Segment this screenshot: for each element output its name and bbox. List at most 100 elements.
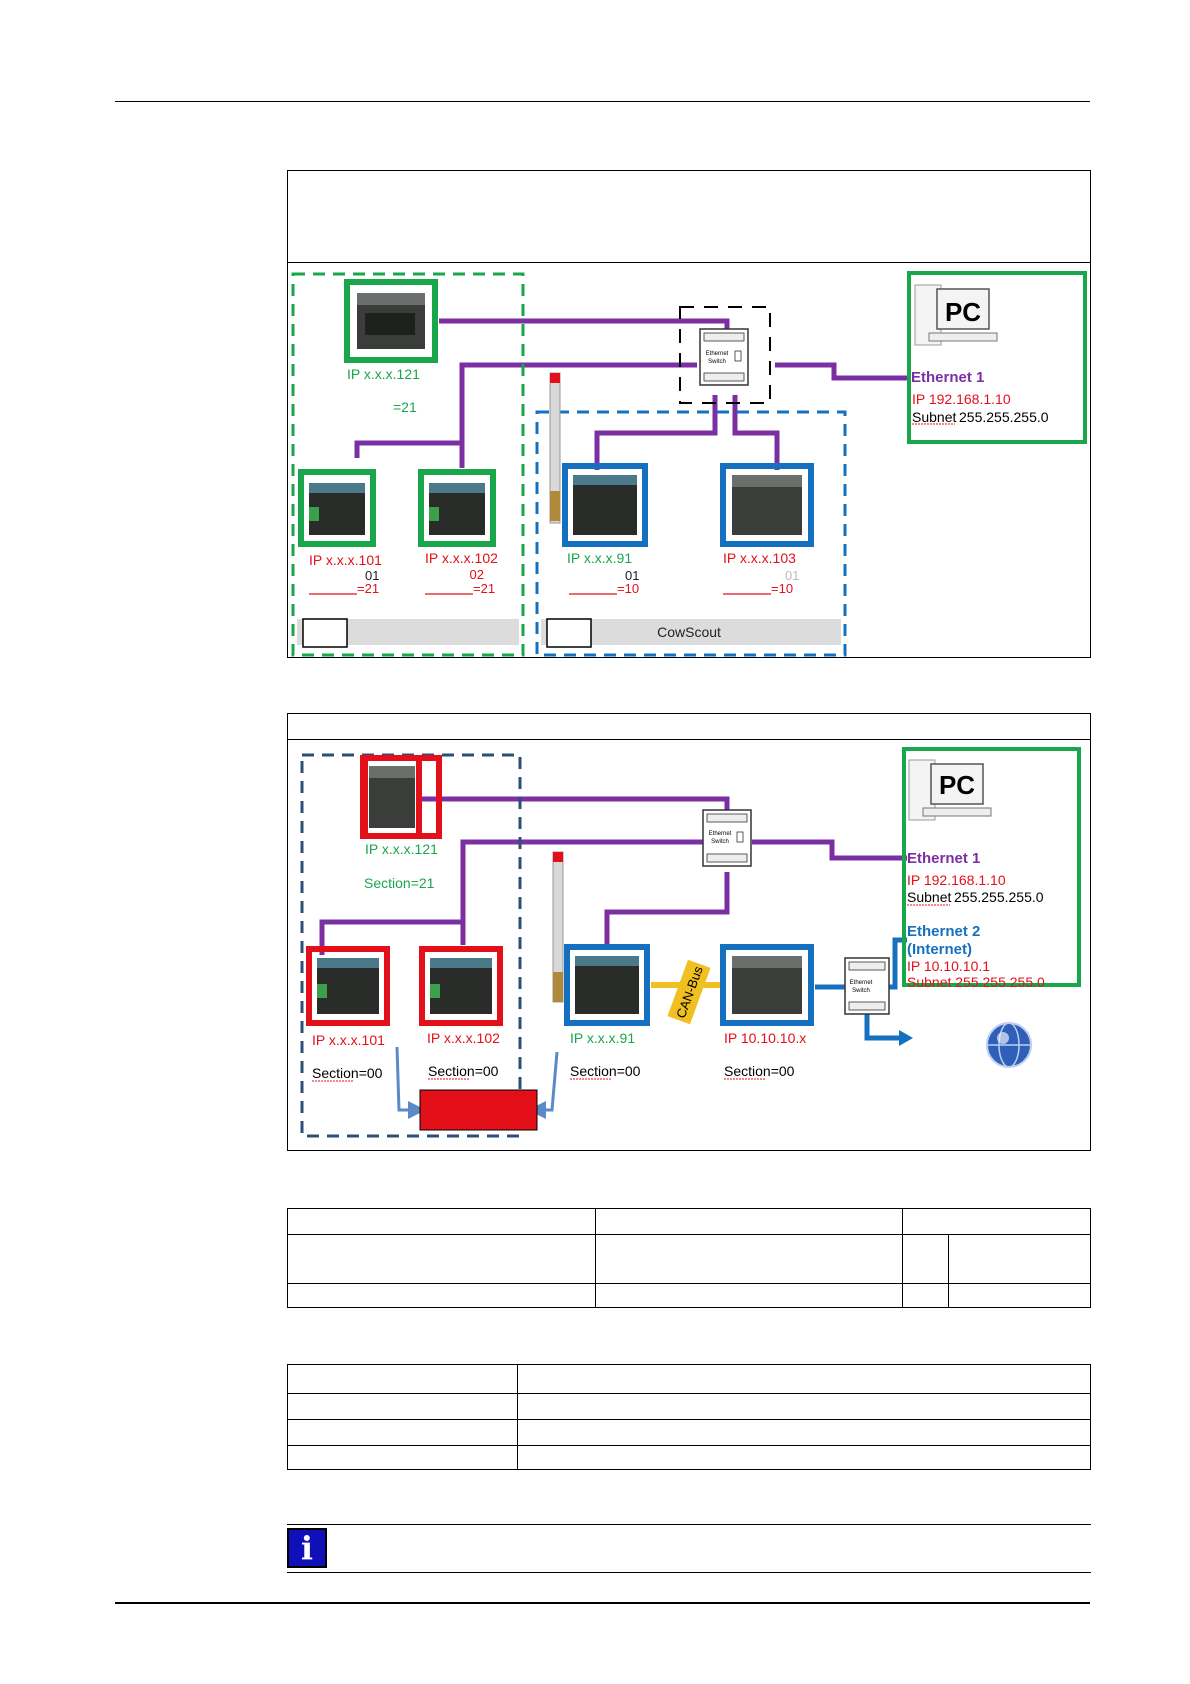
svg-text:Switch: Switch	[852, 988, 870, 994]
table-2-cell	[517, 1445, 1091, 1470]
network-diagram-2: CAN-Bus Ethernet Switch Ethernet Switch …	[300, 747, 1081, 1138]
ethernet-switch-icon: Ethernet Switch	[679, 306, 771, 404]
pc-label: PC	[945, 297, 981, 327]
svg-text:Switch: Switch	[708, 359, 726, 365]
pc-box	[907, 271, 1087, 444]
section-10-b: Section=00	[724, 1063, 795, 1079]
cable-switch-103	[732, 395, 780, 470]
device-10-b	[720, 944, 814, 1026]
table-2-cell	[517, 1393, 1091, 1420]
ethernet1-label-2: Ethernet 1	[907, 850, 980, 867]
sub-102: 02	[470, 567, 484, 582]
ip-102: IP x.x.x.102	[425, 550, 498, 566]
table-1	[287, 1208, 1091, 1308]
note-top-rule	[287, 1524, 1091, 1525]
device-121-b	[360, 755, 422, 839]
table-1-cell	[902, 1208, 1091, 1235]
note-bottom-rule	[287, 1572, 1091, 1573]
device-101-b	[306, 946, 390, 1026]
table-1-cell	[287, 1208, 596, 1235]
pc-label-2: PC	[939, 770, 975, 800]
header-rule	[115, 101, 1090, 102]
ethernet2-ip: IP 10.10.10.1	[907, 958, 990, 974]
section-101-b: Section=00	[312, 1065, 383, 1081]
table-2-cell	[287, 1364, 518, 1394]
group-left-label-box	[302, 618, 348, 648]
ip-91: IP x.x.x.91	[567, 550, 632, 566]
ip-121: IP x.x.x.121	[347, 366, 420, 382]
ip-91-b: IP x.x.x.91	[570, 1030, 635, 1046]
svg-text:Ethernet: Ethernet	[709, 831, 732, 837]
info-icon: i	[287, 1528, 327, 1568]
pc-icon	[914, 284, 998, 346]
device-91-b	[564, 944, 650, 1026]
ethernet-switch-icon-2: Ethernet Switch	[702, 809, 752, 867]
section-102: =21	[473, 581, 495, 596]
network-diagram-1: CowScout Ethernet Switch IP x.x.x.121 =2…	[291, 271, 1087, 657]
table-1-cell	[595, 1208, 903, 1235]
table-1-cell	[948, 1234, 1091, 1284]
device-121	[344, 279, 438, 363]
ip-103: IP x.x.x.103	[723, 550, 796, 566]
device-102	[418, 469, 496, 547]
svg-text:Ethernet: Ethernet	[706, 351, 729, 357]
figure-2-caption-rule	[287, 739, 1091, 740]
svg-text:Ethernet: Ethernet	[850, 980, 873, 986]
ip-121-b: IP x.x.x.121	[365, 841, 438, 857]
table-1-cell	[948, 1283, 1091, 1308]
subnet-label-2: Subnet	[907, 889, 951, 905]
sub-101: 01	[365, 568, 379, 583]
ethernet-switch-icon-3: Ethernet Switch	[844, 957, 890, 1015]
figure-2-frame	[287, 713, 1091, 1151]
table-2-cell	[287, 1445, 518, 1470]
ip-10-b: IP 10.10.10.x	[724, 1030, 806, 1046]
group-right-dashed	[535, 410, 847, 657]
device-91	[562, 463, 648, 547]
pc-icon-2	[908, 759, 992, 821]
ethernet2-subnet: Subnet 255.255.255.0	[907, 974, 1045, 990]
section-121-b: Section=21	[364, 875, 435, 891]
cowscout-label: CowScout	[657, 624, 721, 640]
table-1-cell	[287, 1283, 596, 1308]
table-2-cell	[517, 1364, 1091, 1394]
ip-101: IP x.x.x.101	[309, 552, 382, 568]
sub-103: 01	[785, 568, 799, 583]
subnet-value-2: 255.255.255.0	[954, 889, 1044, 905]
table-1-cell	[595, 1283, 903, 1308]
table-2-cell	[287, 1419, 518, 1446]
table-2-cell	[287, 1393, 518, 1420]
ethernet2-label: Ethernet 2	[907, 923, 980, 940]
table-1-cell	[287, 1234, 596, 1284]
subnet-label: Subnet	[912, 409, 956, 425]
ethernet1-ip: IP 192.168.1.10	[912, 391, 1011, 407]
device-102-b	[419, 946, 503, 1026]
figure-1-caption-rule	[287, 262, 1091, 263]
table-2-cell	[517, 1419, 1091, 1446]
section-102-b: Section=00	[428, 1063, 499, 1079]
svg-text:Switch: Switch	[711, 839, 729, 845]
section-121: =21	[393, 399, 417, 415]
table-2	[287, 1364, 1091, 1470]
cable-switch-pc	[775, 362, 907, 381]
cable-121-switch	[439, 318, 730, 338]
section-91-b: Section=00	[570, 1063, 641, 1079]
globe-icon	[986, 1022, 1032, 1068]
device-103	[720, 463, 814, 547]
table-1-cell	[595, 1234, 903, 1284]
figure-1-frame	[287, 170, 1091, 658]
section-91: =10	[617, 581, 639, 596]
pc-box-2	[902, 747, 1081, 987]
internet-arrow	[899, 1030, 913, 1046]
footer-rule	[115, 1602, 1090, 1604]
section-101: =21	[357, 581, 379, 596]
subnet-value: 255.255.255.0	[959, 409, 1049, 425]
red-label-box	[419, 1089, 538, 1131]
device-101	[298, 469, 376, 547]
ethernet1-label: Ethernet 1	[911, 369, 984, 386]
ethernet2-sub: (Internet)	[907, 941, 972, 958]
canbus-label: CAN-Bus	[667, 959, 711, 1025]
section-103: =10	[771, 581, 793, 596]
table-1-cell	[902, 1283, 949, 1308]
group-left-dashed	[291, 272, 525, 657]
sub-91: 01	[625, 568, 639, 583]
